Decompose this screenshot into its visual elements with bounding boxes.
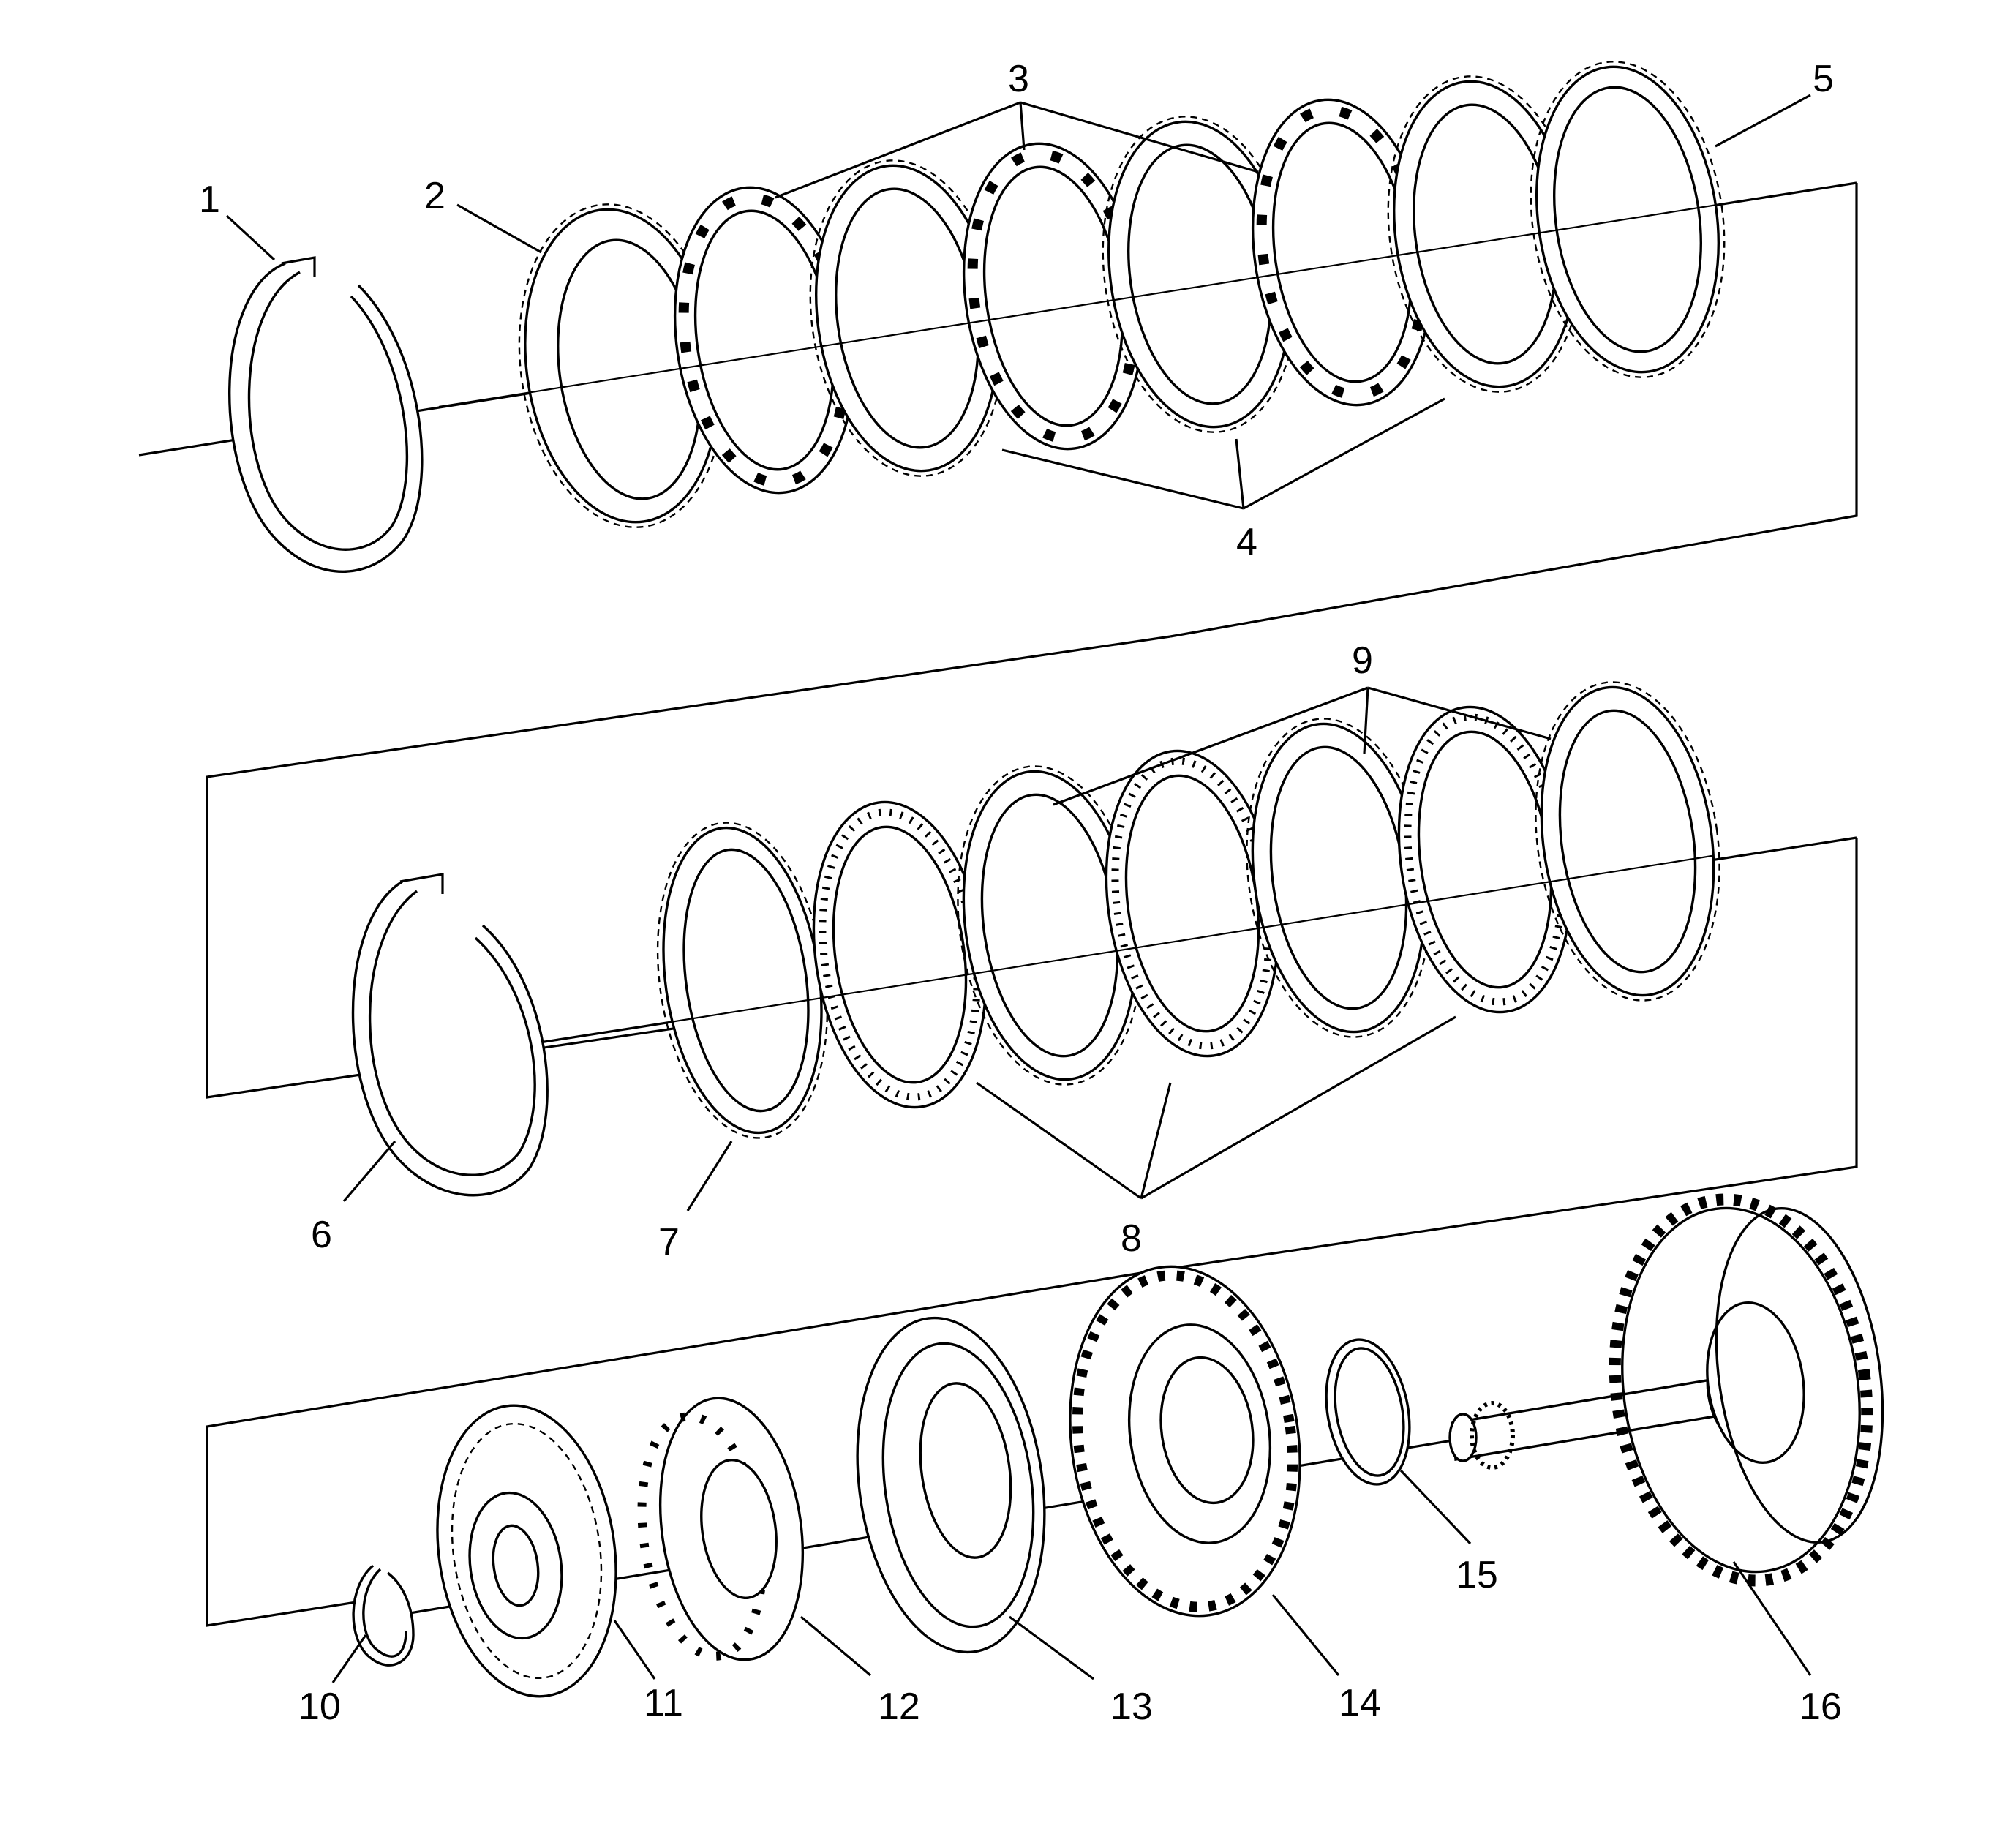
callout-16: 16	[1799, 1686, 1842, 1728]
steel-plate-part-4a	[809, 159, 1005, 477]
leader-7	[686, 1141, 733, 1211]
callout-9: 9	[1352, 639, 1373, 682]
friction-plate-part-8c	[1397, 705, 1573, 1014]
callout-14: 14	[1339, 1682, 1381, 1724]
callout-13: 13	[1110, 1686, 1153, 1728]
leader-2	[456, 203, 542, 254]
leader-15	[1399, 1469, 1472, 1545]
callout-6: 6	[311, 1214, 332, 1256]
callout-3: 3	[1008, 58, 1029, 100]
snap-ring-part-6	[351, 873, 549, 1197]
leader-11	[613, 1620, 656, 1680]
leader-3	[775, 101, 1259, 199]
steel-plate-part-7	[656, 822, 829, 1139]
callout-labels: 1 2 3 4 5 6 7 8 9 10 11 12 13 14 15 16	[199, 58, 1842, 1728]
steel-plate-part-4b	[1102, 116, 1298, 433]
snap-ring-part-1	[228, 256, 424, 574]
leader-6	[342, 1140, 396, 1203]
friction-plate-part-3b	[962, 142, 1145, 451]
middle-plane-back	[1140, 838, 1858, 1274]
middle-row-group	[206, 635, 1858, 1274]
callout-7: 7	[658, 1221, 680, 1263]
leader-12	[800, 1615, 872, 1677]
callout-5: 5	[1813, 58, 1834, 100]
callout-2: 2	[424, 175, 445, 217]
seal-ring-part-15	[1325, 1338, 1411, 1486]
callout-10: 10	[298, 1686, 341, 1728]
spring-assembly-part-12	[637, 1397, 805, 1661]
friction-plate-part-8b	[1105, 749, 1280, 1058]
bottom-plane-outline	[206, 1271, 1142, 1627]
leader-13	[1009, 1615, 1094, 1680]
leader-9	[1053, 686, 1552, 806]
clutch-hub-part-14	[1069, 1265, 1301, 1618]
top-row-group	[138, 61, 1858, 638]
leader-1	[225, 214, 276, 261]
friction-plate-part-8a	[812, 800, 988, 1109]
friction-plate-part-3a	[673, 186, 856, 495]
leader-14	[1271, 1593, 1340, 1677]
steel-plate-part-9a	[957, 765, 1143, 1086]
leader-10	[331, 1634, 367, 1683]
callout-12: 12	[878, 1686, 920, 1728]
bottom-row-group	[206, 1193, 1884, 1698]
callout-8: 8	[1121, 1217, 1142, 1260]
leader-16	[1732, 1561, 1812, 1676]
callout-15: 15	[1456, 1554, 1498, 1596]
callout-4: 4	[1236, 521, 1257, 563]
top-plane-outline	[1170, 183, 1858, 638]
snap-ring-part-10	[352, 1564, 415, 1667]
housing-part-11	[436, 1404, 617, 1698]
leader-8	[976, 1015, 1456, 1200]
leader-4	[1001, 397, 1445, 510]
piston-part-13	[856, 1316, 1046, 1654]
callout-11: 11	[644, 1682, 683, 1724]
friction-plate-part-3c	[1251, 98, 1434, 407]
housing-shaft-part-16	[1448, 1193, 1884, 1587]
leader-5	[1715, 94, 1811, 148]
steel-plate-part-9c	[1535, 681, 1720, 1002]
callout-1: 1	[199, 179, 220, 221]
